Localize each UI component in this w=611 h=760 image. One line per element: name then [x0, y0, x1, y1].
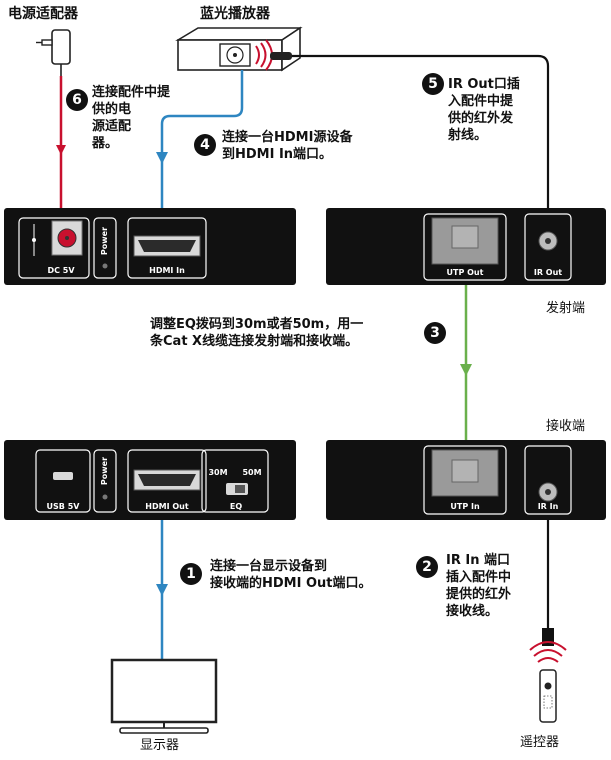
- step-5-line-4: 射线。: [448, 128, 488, 143]
- port-label-hdmi-in: HDMI In: [149, 266, 185, 275]
- display-icon: [110, 658, 218, 734]
- step-6-line-2: 供的电: [92, 102, 132, 117]
- ir-out-cable: [292, 54, 550, 230]
- step-1-text: 连接一台显示设备到 接收端的HDMI Out端口。: [210, 558, 372, 592]
- hdmi-source-cable: [156, 70, 244, 164]
- port-label-ir-in: IR In: [537, 502, 559, 511]
- port-label-utp-out: UTP Out: [446, 268, 484, 277]
- step-6-badge: 6: [66, 89, 88, 111]
- step-6-text: 连接配件中提 供的电 源适配 器。: [92, 84, 170, 152]
- step-5-line-2: 入配件中提: [448, 94, 514, 109]
- transmitter-panel-left: [4, 208, 296, 285]
- port-label-utp-in: UTP In: [450, 502, 480, 511]
- step-3-line-1: 调整EQ拨码到30m或者50m，用一: [150, 317, 364, 332]
- step-3-text: 调整EQ拨码到30m或者50m，用一 条Cat X线缆连接发射端和接收端。: [150, 316, 363, 350]
- step-2-line-4: 接收线。: [446, 604, 499, 619]
- port-label-eq: EQ: [229, 502, 243, 511]
- step-2-text: IR In 端口 插入配件中 提供的红外 接收线。: [446, 552, 511, 620]
- step-3-badge: 3: [424, 322, 446, 344]
- power-adapter-label: 电源适配器: [8, 6, 78, 22]
- port-label-hdmi-out: HDMI Out: [145, 502, 189, 511]
- port-label-power-tx: Power: [100, 226, 109, 256]
- step-6-line-1: 连接配件中提: [92, 85, 171, 100]
- step-4-line-1: 连接一台HDMI源设备: [222, 130, 353, 145]
- step-3-line-2: 条Cat X线缆连接发射端和接收端。: [150, 334, 359, 349]
- port-label-dc: DC 5V: [47, 266, 75, 275]
- step-2-line-2: 插入配件中: [446, 570, 512, 585]
- step-5-line-3: 供的红外发: [448, 111, 514, 126]
- step-4-badge: 4: [194, 134, 216, 156]
- bluray-player-label: 蓝光播放器: [200, 6, 270, 22]
- step-2-badge: 2: [416, 556, 438, 578]
- remote-control-icon: [529, 641, 567, 723]
- step-6-line-4: 器。: [92, 136, 119, 151]
- port-label-ir-out: IR Out: [533, 268, 563, 277]
- port-label-power-rx: Power: [100, 456, 109, 486]
- step-5-badge: 5: [422, 73, 444, 95]
- step-1-line-2: 接收端的HDMI Out端口。: [210, 576, 372, 591]
- step-2-line-3: 提供的红外: [446, 587, 512, 602]
- remote-label: 遥控器: [520, 735, 560, 750]
- step-2-line-1: IR In 端口: [446, 553, 510, 568]
- receiver-label: 接收端: [546, 419, 586, 434]
- power-adapter-icon: [36, 29, 71, 76]
- step-5-line-1: IR Out口插: [448, 77, 520, 92]
- bluray-player-icon: [175, 26, 303, 72]
- eq-50-label: 50M: [242, 468, 262, 477]
- step-5-text: IR Out口插 入配件中提 供的红外发 射线。: [448, 76, 520, 144]
- step-1-badge: 1: [180, 563, 202, 585]
- receiver-panel-right: [326, 440, 606, 520]
- step-4-line-2: 到HDMI In端口。: [222, 147, 333, 162]
- transmitter-panel-right: [326, 208, 606, 285]
- step-6-line-3: 源适配: [92, 119, 132, 134]
- step-1-line-1: 连接一台显示设备到: [210, 559, 328, 574]
- display-label: 显示器: [140, 738, 180, 753]
- receiver-panel-left: [4, 440, 296, 520]
- port-label-usb: USB 5V: [46, 502, 80, 511]
- transmitter-label: 发射端: [546, 301, 586, 316]
- eq-30-label: 30M: [208, 468, 228, 477]
- step-4-text: 连接一台HDMI源设备 到HDMI In端口。: [222, 129, 352, 163]
